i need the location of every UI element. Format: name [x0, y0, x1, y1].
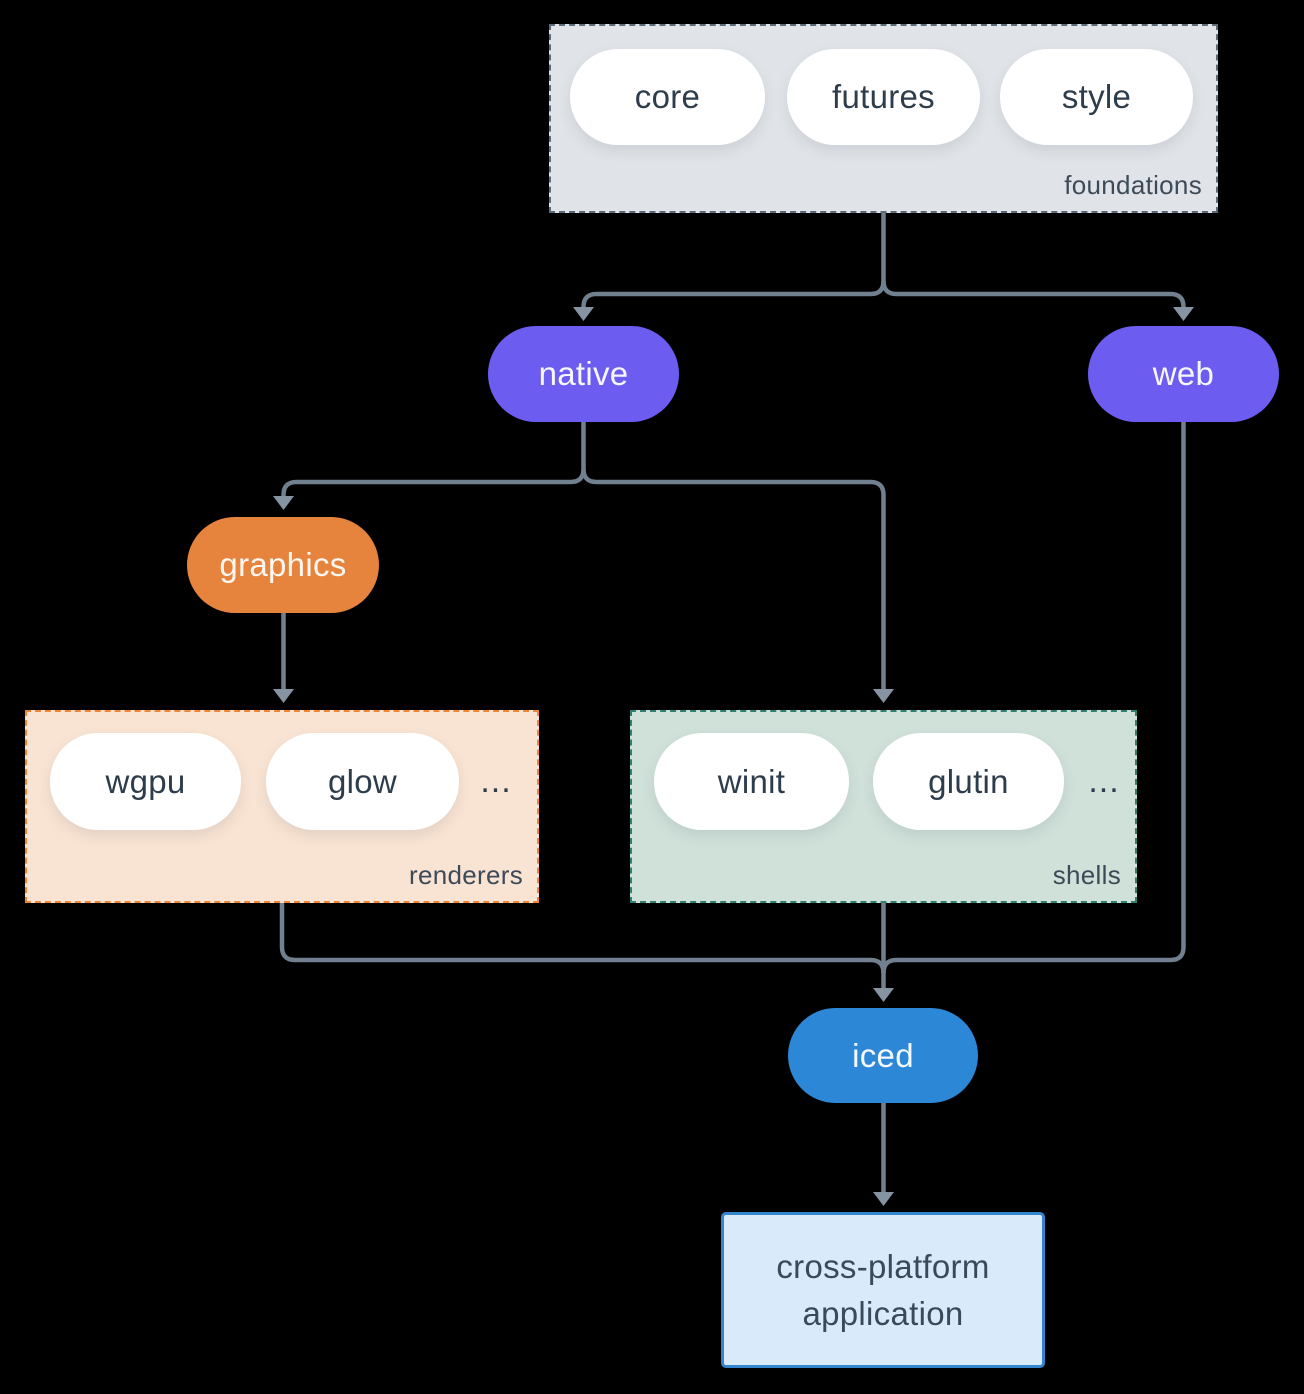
- arrowhead-application: [873, 1192, 894, 1206]
- edge-renderers-iced: [279, 903, 886, 974]
- arrowhead-iced: [873, 988, 894, 1002]
- pill-native: native: [488, 326, 679, 422]
- pill-futures: futures: [787, 49, 980, 145]
- pill-glow: glow: [266, 733, 459, 830]
- arrowhead-shells: [873, 689, 894, 703]
- group-label-foundations: foundations: [1064, 170, 1202, 200]
- pill-web: web: [1088, 326, 1279, 422]
- application-box: cross-platform application: [721, 1212, 1045, 1368]
- pill-glutin: glutin: [873, 733, 1064, 830]
- pill-iced: iced: [788, 1008, 978, 1103]
- group-shells: winit glutin ... shells: [630, 710, 1137, 903]
- edge-foundations-native: [581, 213, 886, 309]
- edge-native-shells: [581, 468, 886, 689]
- pill-core: core: [570, 49, 765, 145]
- arrowhead-web: [1173, 307, 1194, 321]
- edge-native-graphics: [281, 422, 586, 497]
- arrowhead-native: [573, 307, 594, 321]
- pill-wgpu: wgpu: [50, 733, 241, 830]
- pill-graphics: graphics: [187, 517, 379, 613]
- arrowhead-graphics: [273, 496, 294, 510]
- pill-style: style: [1000, 49, 1193, 145]
- arrowhead-renderers: [273, 689, 294, 703]
- group-foundations: core futures style foundations: [549, 24, 1218, 213]
- group-renderers: wgpu glow ... renderers: [25, 710, 539, 903]
- edge-foundations-web: [881, 280, 1186, 309]
- renderers-ellipsis: ...: [480, 762, 512, 800]
- shells-ellipsis: ...: [1088, 762, 1120, 800]
- group-label-renderers: renderers: [409, 860, 523, 890]
- group-label-shells: shells: [1052, 860, 1121, 890]
- pill-winit: winit: [654, 733, 849, 830]
